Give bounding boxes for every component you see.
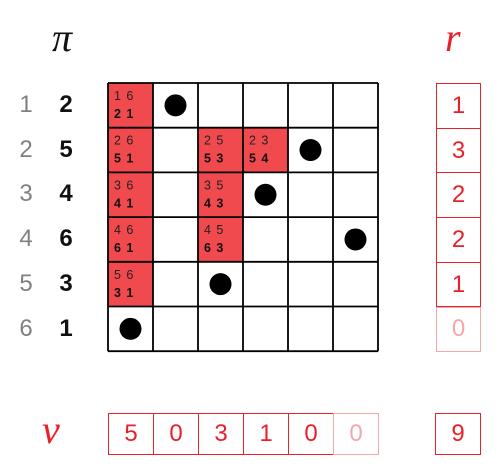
cell-bottom-label: 6 3 — [204, 241, 224, 255]
r-value-box: 2 — [436, 172, 481, 219]
v-value: 0 — [304, 420, 318, 447]
r-value: 1 — [451, 270, 466, 298]
cell-bottom-label: 3 1 — [114, 286, 134, 300]
cell-top-label: 1 6 — [114, 89, 134, 103]
highlight-cell: 4 66 1 — [108, 217, 153, 262]
v-value: 5 — [124, 420, 138, 447]
v-value-box: 5 — [108, 413, 154, 455]
cell-top-label: 2 6 — [114, 134, 134, 148]
cell-top-label: 3 5 — [204, 178, 224, 192]
cell-bottom-label: 6 1 — [114, 241, 134, 255]
highlight-cell: 3 64 1 — [108, 172, 153, 218]
r-value: 2 — [451, 181, 466, 209]
v-value-box: 0 — [153, 413, 199, 455]
permutation-dot — [209, 273, 232, 296]
v-value: 1 — [259, 420, 273, 447]
r-value-box: 1 — [436, 261, 481, 308]
v-value-box: 1 — [243, 413, 289, 455]
cell-bottom-label: 2 1 — [114, 107, 134, 121]
cell-bottom-label: 4 3 — [204, 196, 224, 210]
cell-top-label: 4 6 — [114, 223, 134, 237]
highlight-cell: 5 63 1 — [108, 261, 153, 307]
pi-value-2: 5 — [59, 135, 73, 163]
v-value-box: 0 — [288, 413, 334, 455]
row-index-1: 1 — [19, 91, 33, 118]
highlight-cell: 1 62 1 — [108, 83, 153, 128]
pi-value-5: 3 — [59, 269, 73, 297]
r-value: 3 — [451, 136, 466, 164]
total-box: 9 — [435, 413, 481, 455]
cell-bottom-label: 5 4 — [249, 152, 269, 166]
permutation-dot — [299, 139, 322, 162]
cell-top-label: 2 5 — [204, 134, 224, 148]
row-index-5: 5 — [19, 269, 33, 297]
r-value-box: 0 — [436, 306, 481, 353]
cell-bottom-label: 5 1 — [114, 152, 134, 166]
v-value: 3 — [214, 420, 228, 447]
permutation-dot — [119, 317, 142, 340]
v-value-box: 3 — [198, 413, 244, 455]
highlight-cell: 2 35 4 — [243, 127, 288, 173]
permutation-dot — [344, 228, 367, 251]
row-index-2: 2 — [19, 135, 33, 163]
pi-value-1: 2 — [59, 91, 73, 118]
row-index-3: 3 — [19, 180, 33, 208]
v-value-box: 0 — [333, 413, 379, 455]
r-value-box: 1 — [436, 83, 481, 129]
pi-value-6: 1 — [59, 314, 73, 342]
cell-top-label: 3 6 — [114, 178, 134, 192]
cell-bottom-label: 5 3 — [204, 152, 224, 166]
pi-header: π — [52, 15, 73, 60]
pi-value-4: 6 — [59, 225, 73, 253]
highlight-cell: 4 56 3 — [198, 217, 243, 262]
highlight-cell: 2 55 3 — [198, 127, 243, 173]
row-index-6: 6 — [19, 314, 33, 342]
pi-value-3: 4 — [59, 180, 73, 208]
r-value-box: 2 — [436, 217, 481, 263]
highlight-cell: 3 54 3 — [198, 172, 243, 218]
highlight-cell: 2 65 1 — [108, 127, 153, 173]
r-value-box: 3 — [436, 127, 481, 174]
cell-top-label: 4 5 — [204, 223, 224, 237]
r-header: r — [445, 15, 461, 60]
v-value: 0 — [349, 420, 363, 447]
row-index-4: 4 — [19, 225, 33, 253]
permutation-dot — [254, 183, 277, 206]
cell-bottom-label: 4 1 — [114, 196, 134, 210]
r-value: 2 — [451, 225, 466, 253]
v-header: v — [42, 407, 60, 452]
r-value: 0 — [451, 315, 466, 343]
total-value: 9 — [451, 420, 465, 447]
r-value: 1 — [451, 91, 466, 119]
v-value: 0 — [169, 420, 183, 447]
cell-top-label: 5 6 — [114, 268, 134, 282]
permutation-dot — [164, 94, 187, 117]
cell-top-label: 2 3 — [249, 134, 269, 148]
